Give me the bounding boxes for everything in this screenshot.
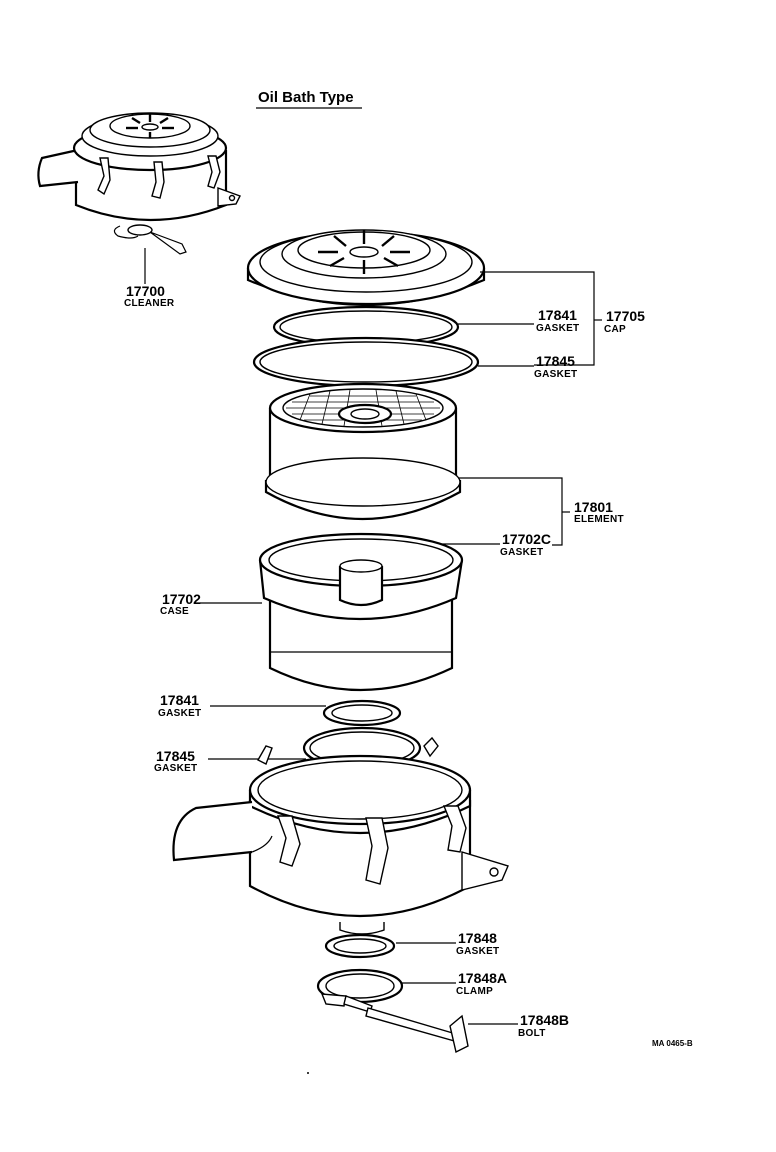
gasket-17841-top [272, 305, 460, 349]
part-number-17841-top: 17841 [538, 307, 577, 323]
gasket-17841-low [322, 699, 402, 727]
part-number-17841-low: 17841 [160, 692, 199, 708]
part-number-17702: 17702 [162, 591, 201, 607]
element-part [264, 382, 462, 520]
part-number-17845-low: 17845 [156, 748, 195, 764]
part-number-17801: 17801 [574, 499, 613, 515]
case-part [258, 532, 464, 692]
drawing-code: MA 0465-B [652, 1039, 693, 1048]
part-number-17705: 17705 [606, 308, 645, 324]
part-name-gasket-17702c: GASKET [500, 547, 543, 558]
bolt-17848b [365, 1007, 469, 1054]
part-number-17848: 17848 [458, 930, 497, 946]
diagram-title: Oil Bath Type [258, 89, 354, 106]
part-name-element: ELEMENT [574, 514, 624, 525]
part-number-17848b: 17848B [520, 1012, 569, 1028]
part-name-gasket-17848: GASKET [456, 946, 499, 957]
gasket-17845-top [252, 336, 480, 388]
part-number-17700: 17700 [126, 283, 165, 299]
cleaner-assembly-thumbnail [37, 112, 241, 255]
part-number-17702c: 17702C [502, 531, 551, 547]
part-number-17845-top: 17845 [536, 353, 575, 369]
clamp-17848a [316, 968, 404, 1013]
stray-dot [307, 1072, 309, 1074]
body-housing [172, 736, 509, 935]
part-name-case: CASE [160, 606, 189, 617]
part-name-cleaner: CLEANER [124, 298, 175, 309]
part-number-17848a: 17848A [458, 970, 507, 986]
part-name-bolt: BOLT [518, 1028, 546, 1039]
cap-part [246, 229, 486, 307]
part-name-clamp: CLAMP [456, 986, 493, 997]
part-name-gasket-low1: GASKET [158, 708, 201, 719]
gasket-17848 [324, 933, 396, 959]
part-name-cap: CAP [604, 324, 626, 335]
bracket-17705 [480, 271, 595, 366]
part-name-gasket-low2: GASKET [154, 763, 197, 774]
part-name-gasket-top1: GASKET [536, 323, 579, 334]
part-name-gasket-top2: GASKET [534, 369, 577, 380]
